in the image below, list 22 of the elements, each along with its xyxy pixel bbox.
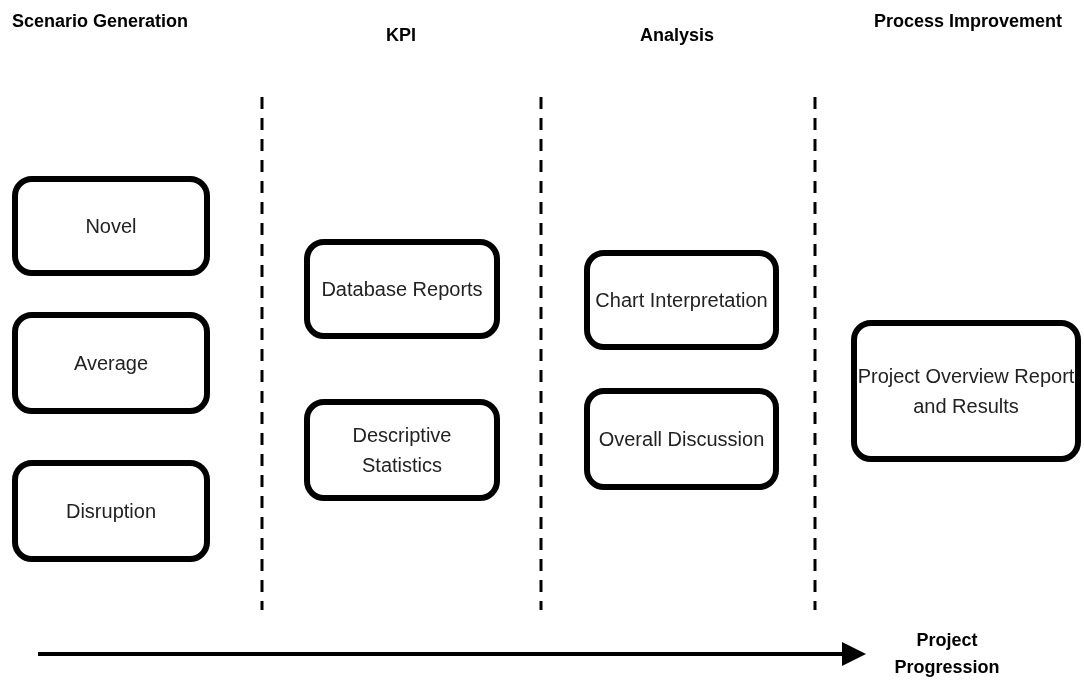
axis-label: Project Progression xyxy=(893,629,1001,679)
box-label: Descriptive Statistics xyxy=(351,423,453,478)
box-label: Disruption xyxy=(65,499,156,524)
column-heading: Process Improvement xyxy=(872,10,1064,33)
process-box xyxy=(12,176,210,276)
box-label: Average xyxy=(73,351,149,376)
process-box xyxy=(851,320,1081,462)
box-label: Database Reports xyxy=(321,277,483,302)
process-box xyxy=(304,399,500,501)
process-box xyxy=(12,460,210,562)
box-label: Novel xyxy=(85,214,137,239)
process-box xyxy=(304,239,500,339)
column-heading: Analysis xyxy=(638,24,715,47)
process-box xyxy=(584,388,779,490)
column-heading: KPI xyxy=(385,24,417,47)
column-heading: Scenario Generation xyxy=(10,10,190,33)
box-label: Chart Interpretation xyxy=(595,288,768,313)
process-box xyxy=(12,312,210,414)
box-label: Overall Discussion xyxy=(598,427,765,452)
arrow xyxy=(38,642,866,666)
box-label: Project Overview Report and Results xyxy=(857,364,1075,419)
process-box xyxy=(584,250,779,350)
